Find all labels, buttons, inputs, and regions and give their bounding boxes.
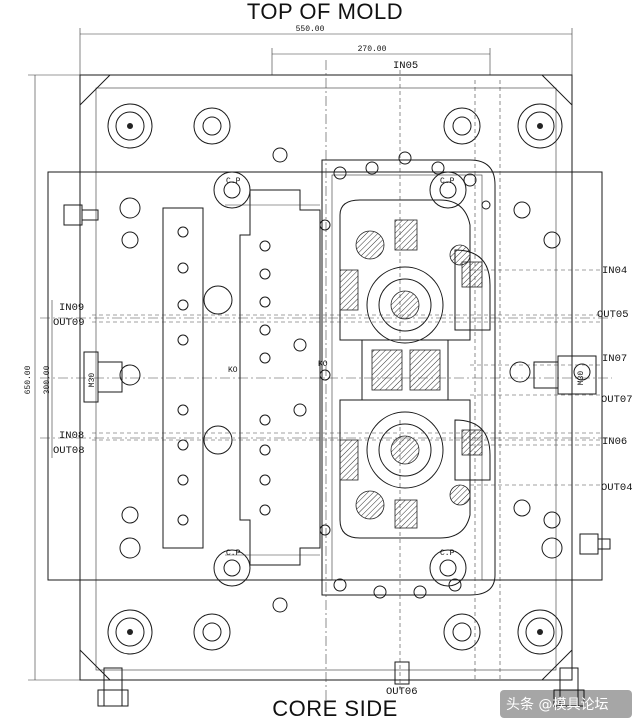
port-in09: IN09 — [59, 302, 84, 314]
port-out04: OUT04 — [601, 482, 633, 494]
dimension-overall-height: 650.00 — [24, 74, 80, 681]
svg-text:270.00: 270.00 — [358, 45, 387, 54]
port-in07: IN07 — [602, 353, 627, 365]
dimension-half-width: 270.00 — [271, 45, 491, 75]
port-out07: OUT07 — [601, 394, 633, 406]
slider-lifter-right — [454, 249, 491, 481]
svg-text:550.00: 550.00 — [296, 25, 325, 34]
port-out08: OUT08 — [53, 445, 85, 457]
watermark: 头条 @模具论坛 — [500, 690, 632, 718]
svg-text:650.00: 650.00 — [24, 365, 33, 394]
port-in06: IN06 — [602, 436, 627, 448]
port-in05: IN05 — [393, 60, 418, 72]
port-in04: IN04 — [602, 265, 627, 277]
clamp-plate-outline — [47, 171, 603, 581]
ko-label-left: KO — [228, 366, 238, 375]
dimension-overall-width: 550.00 — [79, 25, 573, 75]
title-core-side: CORE SIDE — [272, 696, 398, 721]
svg-text:M30: M30 — [88, 373, 97, 388]
cavity-insert-lower — [339, 399, 471, 539]
port-out05: OUT05 — [597, 309, 629, 321]
cp-label-top-left: C.P — [226, 177, 241, 186]
title-top-of-mold: TOP OF MOLD — [247, 0, 403, 24]
ejector-pin-row — [259, 240, 271, 516]
corner-chamfers — [79, 74, 573, 681]
ejector-bar-left — [162, 207, 204, 549]
port-in08: IN08 — [59, 430, 84, 442]
insert-pocket-left — [239, 189, 321, 566]
cp-label-bottom-left: C.P — [226, 549, 241, 558]
cooling-channels — [92, 70, 600, 690]
port-out09: OUT09 — [53, 317, 85, 329]
guide-pillar-bosses — [107, 103, 563, 655]
svg-text:头条 @模具论坛: 头条 @模具论坛 — [506, 696, 608, 713]
port-out06: OUT06 — [386, 686, 418, 698]
cavity-bridge — [361, 339, 449, 401]
cavity-screw-holes — [272, 147, 591, 613]
svg-text:M30: M30 — [577, 371, 586, 386]
cavity-insert-upper — [339, 199, 471, 344]
cp-label-bottom-right: C.P — [440, 549, 455, 558]
cavity-pocket-outline — [321, 159, 496, 596]
side-hardware: M30 M30 — [63, 204, 611, 707]
cp-label-top-right: C.P — [440, 177, 455, 186]
ko-label-center: KO — [318, 360, 328, 369]
